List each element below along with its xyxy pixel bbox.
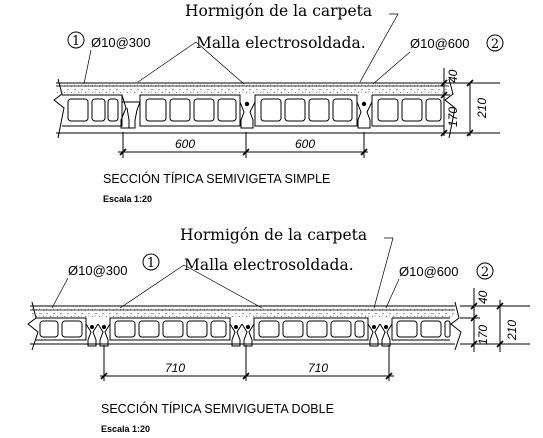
dim-topping: 40 <box>446 69 460 83</box>
dim-total-height: 210 <box>505 320 519 341</box>
rebar-right-label: Ø10@600 <box>410 36 469 51</box>
dim-total-height: 210 <box>475 98 489 119</box>
mesh-label: Malla electrosoldada. <box>184 256 354 274</box>
svg-text:2: 2 <box>481 265 489 280</box>
rebar-left-label: Ø10@300 <box>91 35 150 50</box>
rebar-marker-1: 1 <box>142 253 160 271</box>
concrete-topping-label: Hormigón de la carpeta <box>185 2 372 20</box>
section-double: Hormigón de la carpeta Malla electrosold… <box>27 226 530 434</box>
section-title: SECCIÓN TÍPICA SEMIVIGUETA DOBLE <box>101 401 334 416</box>
vertical-dimensions: 40 170 210 <box>430 68 500 137</box>
rebar-left-label: Ø10@300 <box>68 263 127 278</box>
dim-block-height: 170 <box>476 325 490 345</box>
dim-span-left: 710 <box>165 361 185 375</box>
rebar-marker-1: 1 <box>67 31 85 49</box>
dim-span-right: 710 <box>308 361 328 375</box>
dim-span-left: 600 <box>175 137 195 151</box>
svg-text:2: 2 <box>491 37 499 52</box>
section-title: SECCIÓN TÍPICA SEMIVIGETA SIMPLE <box>103 171 330 186</box>
section-simple: Hormigón de la carpeta Malla electrosold… <box>53 2 504 204</box>
rebar-marker-2: 2 <box>476 262 494 280</box>
rebar-right-label: Ø10@600 <box>399 264 458 279</box>
mesh-label: Malla electrosoldada. <box>196 34 366 52</box>
slab-body <box>53 78 456 139</box>
rebar-marker-2: 2 <box>486 34 504 52</box>
dim-span-right: 600 <box>295 137 315 151</box>
horizontal-dimension: 600 600 <box>118 132 368 158</box>
slab-body <box>27 301 462 351</box>
svg-text:1: 1 <box>72 34 80 49</box>
dim-block-height: 170 <box>446 107 460 127</box>
vertical-dimensions: 40 170 210 <box>460 288 530 352</box>
svg-text:1: 1 <box>147 256 155 271</box>
section-scale: Escala 1:20 <box>103 194 152 204</box>
dim-topping: 40 <box>476 290 490 304</box>
horizontal-dimension: 710 710 <box>100 345 394 381</box>
section-scale: Escala 1:20 <box>101 424 150 434</box>
concrete-topping-label: Hormigón de la carpeta <box>180 226 367 244</box>
